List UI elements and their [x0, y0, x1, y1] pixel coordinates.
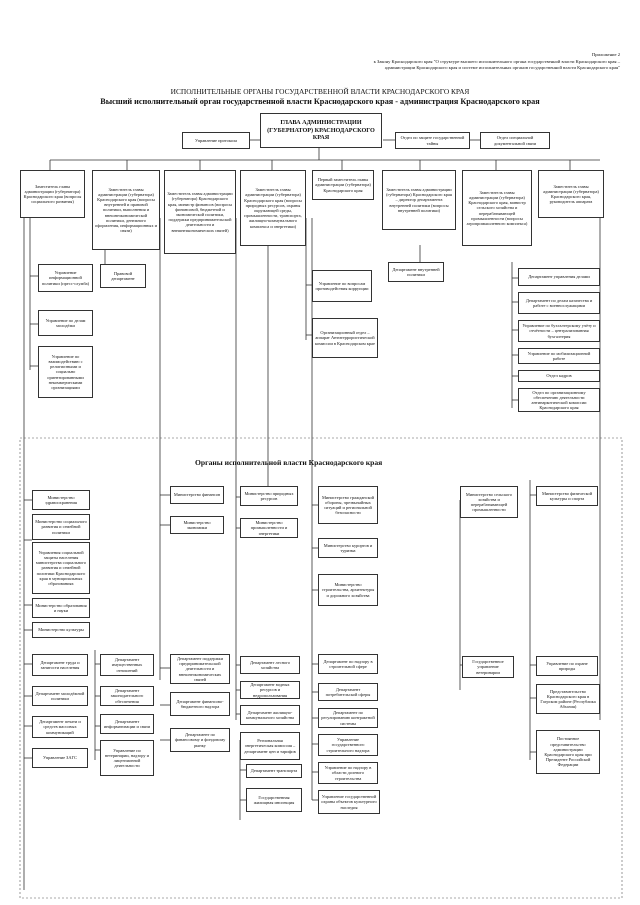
box-m-stroy: Министерство строительства, архитектуры … [318, 574, 378, 606]
box-d-trud: Департамент труда и занятости населения [32, 654, 88, 676]
box-d-podd: Департамент поддержки предпринимательско… [170, 654, 230, 684]
diagram-subtitle: Высший исполнительный орган государствен… [100, 97, 540, 106]
box-r4: Управление по мобилизационной работе [518, 348, 600, 364]
box-org-otdel: Организационный отдел – аппарат Антитерр… [312, 318, 378, 358]
box-d-fin-rynok: Департамент по финансовому и фондовому р… [170, 728, 230, 752]
box-m-obr: Министерство образования и науки [32, 598, 90, 618]
header-line-1: Приложение 2 [591, 52, 620, 57]
box-d-pech: Департамент печати и средств массовых ко… [32, 716, 88, 738]
box-d-zhkh: Департамент жилищно-коммунального хозяйс… [240, 705, 300, 725]
box-d-kontr: Департамент по надзору в строительной сф… [318, 654, 378, 674]
box-upr-soc: Управления социальной защиты населения м… [32, 542, 90, 594]
diagram-title: Исполнительные органы государственной вл… [170, 87, 470, 96]
box-upr-vet: Управление по ветеринарии, надзору и лиц… [100, 740, 154, 776]
box-pravovoy: Правовой департамент [100, 264, 146, 288]
box-gos-upr-vet: Государственное управление ветеринарии [462, 656, 514, 678]
box-r2: Департамент по делам казачества и работе… [518, 292, 600, 314]
box-upr-gos-str: Управление государственного строительног… [318, 734, 378, 756]
box-r5: Отдел кадров [518, 370, 600, 382]
box-d-les: Департамент лесного хозяйства [240, 656, 300, 674]
box-postpred: Постоянное представительство администрац… [536, 730, 600, 774]
box-d-molod: Департамент молодёжной политики [32, 686, 88, 706]
box-otdel-spec: Отдел специальной документальной связи [480, 132, 550, 149]
box-m-selh: Министерство сельского хозяйства и перер… [460, 486, 518, 518]
header-line-2: к Закону Краснодарского края "О структур… [373, 58, 620, 64]
box-m-kur: Министерство курортов и туризма [318, 538, 378, 558]
section-title: Органы исполнительной власти Краснодарск… [195, 458, 383, 467]
box-otdel-gos: Отдел по защите государственной тайны [395, 132, 470, 149]
box-d-fin-bud: Департамент финансово-бюджетного надзора [170, 692, 230, 716]
box-m-sport: Министерство физической культуры и спорт… [536, 486, 598, 506]
box-d-transp: Департамент транспорта [246, 764, 302, 778]
box-m-zdrav: Министерство здравоохранения [32, 490, 90, 510]
box-dep5: Первый заместитель главы администрации (… [312, 170, 374, 200]
box-dep-vnutr: Департамент внутренней политики [388, 262, 444, 282]
box-d-reg: Департамент по регулированию контрактной… [318, 708, 378, 728]
box-dep3: Заместитель главы администрации (губерна… [164, 170, 236, 254]
box-dep1: Заместитель главы администрации (губерна… [20, 170, 85, 218]
box-m-grazh: Министерство гражданской обороны, чрезвы… [318, 486, 378, 524]
box-m-prom: Министерство промышленности и энергетики [240, 518, 298, 538]
box-dep7: Заместитель главы администрации (губерна… [462, 170, 532, 246]
box-d-inform: Департамент информатизации и связи [100, 714, 154, 734]
box-predst-gurz: Представительство Краснодарского края в … [536, 684, 600, 714]
box-d-imush: Департамент имущественных отношений [100, 654, 154, 676]
box-r6: Отдел по организационному обеспечению де… [518, 388, 600, 412]
box-d-zakon: Департамент законодательного обеспечения [100, 686, 154, 706]
box-upr-koord: Управление по взаимодействию с религиозн… [38, 346, 93, 398]
header-line-3: администрации Краснодарского края и сист… [384, 65, 620, 70]
box-upr-molod: Управление по делам молодёжи [38, 310, 93, 336]
box-gos-zhil: Государственная жилищная инспекция [246, 788, 302, 812]
box-upr-zags: Управление ЗАГС [32, 748, 88, 768]
box-upr-gos-ohr: Управление государственной охраны объект… [318, 790, 380, 814]
box-d-energ: Региональная энергетическая комиссия – д… [240, 732, 300, 760]
box-dep4: Заместитель главы администрации (губерна… [240, 170, 306, 246]
box-m-kult: Министерство культуры [32, 622, 90, 638]
box-m-prir: Министерство природных ресурсов [240, 486, 298, 506]
box-m-econ: Министерство экономики [170, 516, 224, 534]
document-header: Приложение 2 к Закону Краснодарского кра… [374, 52, 620, 72]
box-upr-korr: Управление по вопросам противодействия к… [312, 270, 372, 302]
box-protocol: Управление протокола [182, 132, 250, 149]
box-head: ГЛАВА АДМИНИСТРАЦИИ (ГУБЕРНАТОР) КРАСНОД… [260, 113, 382, 148]
box-m-soc: Министерство социального развития и семе… [32, 514, 90, 540]
box-d-vod: Департамент водных ресурсов и недропольз… [240, 681, 300, 699]
box-r3: Управление по бухгалтерскому учёту и отч… [518, 320, 600, 342]
box-r1: Департамент управления делами [518, 268, 600, 286]
box-upr-dol: Управление по надзору в области долевого… [318, 762, 378, 784]
box-m-fin: Министерство финансов [170, 486, 224, 504]
box-d-potreb: Департамент потребительской сферы [318, 683, 378, 701]
box-upr-zemli: Управление по охране природы [536, 656, 598, 676]
box-dep2: Заместитель главы администрации (губерна… [92, 170, 160, 250]
box-upr-info: Управление информационной политики (прес… [38, 264, 93, 292]
box-dep8: Заместитель главы администрации (губерна… [538, 170, 604, 218]
box-dep6: Заместитель главы администрации (губерна… [382, 170, 456, 230]
